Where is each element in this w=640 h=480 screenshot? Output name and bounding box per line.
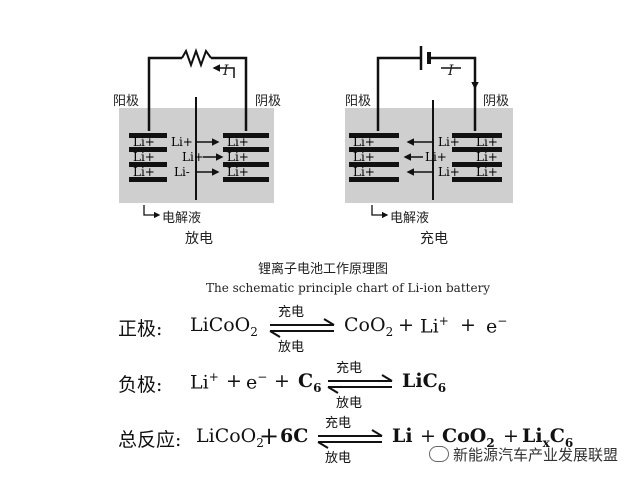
eq-positive-arrow-bottom: 放电 [278,340,305,355]
charge-mid-ion: Li+ [438,165,460,179]
discharge-right-ion: Li+ [227,135,249,149]
discharge-wire-left [147,56,182,131]
charge-cell: Li+ Li+ Li+ Li+ Li+ Li+ Li+ Li+ Li+ [345,46,513,219]
discharge-cell: Li+ Li+ Li+ Li+ Li+ Li+ Li+ Li+ Li- [119,48,274,219]
charge-right-ion: Li+ [476,135,498,149]
eq-arrow-negative-icon [327,374,393,394]
charge-electrolyte-pointer-icon [371,205,389,219]
charge-mid-ion: Li+ [438,135,460,149]
discharge-right-ion: Li+ [227,165,249,179]
discharge-right-plate [223,133,269,138]
charge-current-label: I [448,63,454,79]
charge-cathode-label: 阴极 [483,94,510,109]
eq-negative-arrow-bottom: 放电 [336,396,363,411]
resistor-icon [181,48,212,68]
charge-left-ion: Li+ [353,165,375,179]
charge-electrolyte-label: 电解液 [390,211,430,226]
discharge-cathode-label: 阴极 [255,94,282,109]
eq-positive-lhs: LiCoO2 [190,314,258,339]
eq-positive-plus: + [398,314,414,336]
eq-positive-arrow-top: 充电 [278,305,305,320]
eq-overall-rhs2: CoO2 [442,425,495,450]
discharge-anode-label: 阳极 [113,94,140,109]
eq-negative-plus: + [226,370,242,392]
discharge-electrolyte-label: 电解液 [162,211,202,226]
discharge-left-plate [129,133,167,138]
charge-wire-right [429,56,477,131]
eq-negative-label: 负极: [118,374,163,396]
discharge-current-arrow-icon [212,64,235,78]
charge-mid-ion: Li+ [425,150,447,164]
watermark-text: 新能源汽车产业发展联盟 [452,446,618,464]
eq-overall-lhs1: LiCoO2 [196,425,264,450]
eq-overall-arrow-bottom: 放电 [325,451,352,466]
discharge-caption: 放电 [185,231,213,247]
diagram-title-cn: 锂离子电池工作原理图 [258,262,389,277]
discharge-wire-right [211,56,248,131]
eq-overall-lhs2: 6C [280,425,309,447]
eq-arrow-overall-icon [317,429,383,449]
discharge-current-label: I [223,63,229,79]
eq-positive-rhs1: CoO2 [344,314,394,339]
charge-anode-label: 阳极 [345,94,372,109]
eq-positive-rhs3: e− [486,314,508,338]
eq-overall-rhs3: LixC6 [522,425,574,450]
eq-overall-plus: + [259,422,280,450]
charge-right-ion: Li+ [476,150,498,164]
diagram-title-en: The schematic principle chart of Li-ion … [206,281,491,295]
eq-overall-rhs1: Li [392,425,413,447]
discharge-left-ion: Li+ [133,150,155,164]
discharge-right-ion: Li+ [227,150,249,164]
eq-positive-label: 正极: [118,318,163,340]
wechat-icon [428,446,449,462]
discharge-left-ion: Li+ [133,135,155,149]
eq-overall-label: 总反应: [118,429,182,451]
charge-left-ion: Li+ [353,150,375,164]
discharge-mid-ion: Li- [174,165,190,179]
eq-overall-plus: + [503,425,519,447]
charge-caption: 充电 [420,231,448,247]
charge-right-ion: Li+ [476,165,498,179]
watermark: 新能源汽车产业发展联盟 [428,444,618,465]
discharge-electrolyte-pointer-icon [143,205,161,219]
charge-left-ion: Li+ [353,135,375,149]
eq-negative-lhs3: C6 [298,370,322,395]
discharge-mid-ion: Li+ [182,150,204,164]
eq-negative-rhs: LiC6 [402,370,447,395]
eq-positive-rhs2: Li+ [420,314,449,338]
eq-negative-plus: + [274,370,290,392]
eq-negative-lhs2: e− [246,370,268,394]
eq-arrow-positive-icon [269,318,335,338]
discharge-left-ion: Li+ [133,165,155,179]
charge-left-plate [349,133,399,138]
eq-overall-plus: + [420,425,436,447]
eq-overall-arrow-top: 充电 [325,416,352,431]
charge-wire-left [376,56,421,131]
charge-electrolyte-bath [345,108,513,203]
eq-positive-plus: + [460,314,476,336]
charge-right-plate [452,133,502,138]
eq-negative-arrow-top: 充电 [336,361,363,376]
eq-negative-lhs1: Li+ [190,370,219,394]
discharge-mid-ion: Li+ [171,135,193,149]
